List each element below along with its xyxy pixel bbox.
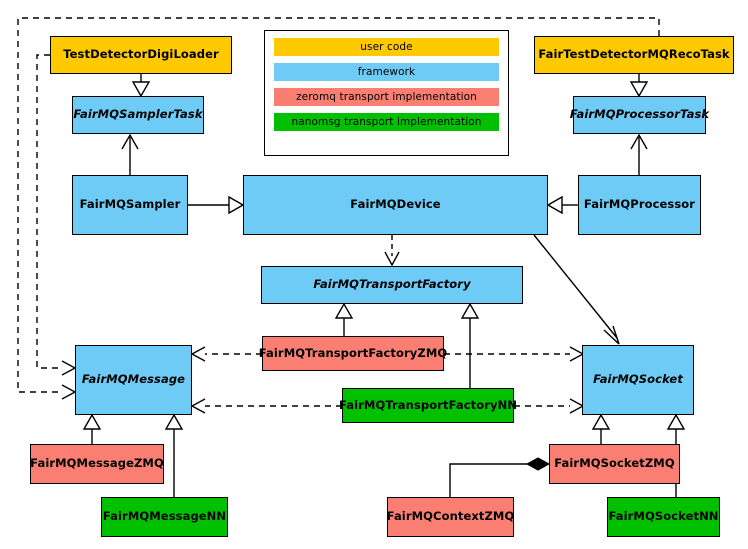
legend-item-nanomsg: nanomsg transport implementation xyxy=(274,113,499,131)
legend-label: user code xyxy=(360,41,413,53)
class-label: FairMQSocketZMQ xyxy=(554,456,675,471)
diamond-composition-socketzmq xyxy=(525,457,551,471)
class-label: FairMQMessage xyxy=(81,372,186,387)
class-label: FairMQProcessorTask xyxy=(569,107,710,122)
legend-label: nanomsg transport implementation xyxy=(291,116,482,128)
arrowhead-dependency-message-inner xyxy=(61,360,77,376)
class-node-fairmq-sampler-task[interactable]: FairMQSamplerTask xyxy=(72,96,204,134)
class-node-fairmq-sampler[interactable]: FairMQSampler xyxy=(72,175,188,235)
legend-item-framework: framework xyxy=(274,63,499,81)
arrowhead-association-socket xyxy=(603,325,620,345)
class-label: FairMQContextZMQ xyxy=(386,509,515,524)
class-label: FairMQMessageNN xyxy=(102,509,227,524)
edge-digiloader-message-inner xyxy=(36,54,62,369)
edge-contextzmq-socketzmq xyxy=(449,463,533,497)
arrowhead-generalization-samplertask xyxy=(131,81,151,98)
arrowhead-dependency-message-tfzmq xyxy=(190,346,206,362)
legend: user code framework zeromq transport imp… xyxy=(264,30,509,156)
class-node-fairmq-transport-factory-nn[interactable]: FairMQTransportFactoryNN xyxy=(338,388,518,423)
legend-item-user-code: user code xyxy=(274,38,499,56)
class-label: FairMQMessageZMQ xyxy=(30,456,164,471)
class-node-fairmq-device[interactable]: FairMQDevice xyxy=(243,175,548,235)
class-node-fairmq-processor-task[interactable]: FairMQProcessorTask xyxy=(569,96,710,134)
class-node-fairmq-processor[interactable]: FairMQProcessor xyxy=(578,175,701,235)
class-node-fairmq-transport-factory-zmq[interactable]: FairMQTransportFactoryZMQ xyxy=(259,336,447,371)
class-label: FairMQSamplerTask xyxy=(73,107,203,122)
class-node-fairmq-message-zmq[interactable]: FairMQMessageZMQ xyxy=(30,444,164,484)
class-node-fairmq-message[interactable]: FairMQMessage xyxy=(75,345,192,415)
legend-label: zeromq transport implementation xyxy=(296,91,477,103)
arrowhead-generalization-socket-zmq xyxy=(591,413,611,430)
class-label: FairMQProcessor xyxy=(583,197,696,212)
class-node-fairmq-socket-nn[interactable]: FairMQSocketNN xyxy=(607,497,720,537)
class-node-fairmq-context-zmq[interactable]: FairMQContextZMQ xyxy=(387,497,514,537)
arrowhead-generalization-tf-zmq xyxy=(334,302,354,319)
legend-item-zeromq: zeromq transport implementation xyxy=(274,88,499,106)
arrowhead-generalization-tf-nn xyxy=(460,302,480,319)
class-label: FairMQTransportFactoryZMQ xyxy=(258,345,448,360)
class-label: FairMQDevice xyxy=(350,197,441,212)
class-label: FairMQSocketNN xyxy=(608,509,719,524)
class-node-test-detector-digi-loader[interactable]: TestDetectorDigiLoader xyxy=(50,36,232,74)
class-node-fair-test-detector-mq-reco-task[interactable]: FairTestDetectorMQRecoTask xyxy=(534,36,734,74)
class-node-fairmq-socket-zmq[interactable]: FairMQSocketZMQ xyxy=(549,444,680,484)
class-label: FairMQSampler xyxy=(79,197,181,212)
class-label: TestDetectorDigiLoader xyxy=(63,47,219,62)
arrowhead-association-samplertask xyxy=(121,133,139,150)
edge-device-socket xyxy=(533,234,618,339)
arrowhead-generalization-message-zmq xyxy=(82,413,102,430)
class-label: FairMQTransportFactory xyxy=(313,277,471,292)
arrowhead-dependency-message-outer xyxy=(61,384,77,400)
arrowhead-generalization-device-right xyxy=(546,195,563,215)
arrowhead-association-processortask xyxy=(630,133,648,150)
class-node-fairmq-transport-factory[interactable]: FairMQTransportFactory xyxy=(261,266,523,304)
arrowhead-dependency-message-tfnn xyxy=(190,398,206,414)
class-label: FairMQSocket xyxy=(593,372,683,387)
arrowhead-generalization-processortask xyxy=(629,81,649,98)
class-label: FairMQTransportFactoryNN xyxy=(338,397,518,412)
arrowhead-generalization-socket-nn xyxy=(666,413,686,430)
class-node-fairmq-socket[interactable]: FairMQSocket xyxy=(582,345,694,415)
class-label: FairTestDetectorMQRecoTask xyxy=(538,47,730,62)
arrowhead-generalization-message-nn xyxy=(164,413,184,430)
arrowhead-generalization-device-left xyxy=(228,195,245,215)
class-node-fairmq-message-nn[interactable]: FairMQMessageNN xyxy=(101,497,228,537)
arrowhead-dependency-transportfactory xyxy=(384,251,400,267)
legend-label: framework xyxy=(357,66,416,78)
